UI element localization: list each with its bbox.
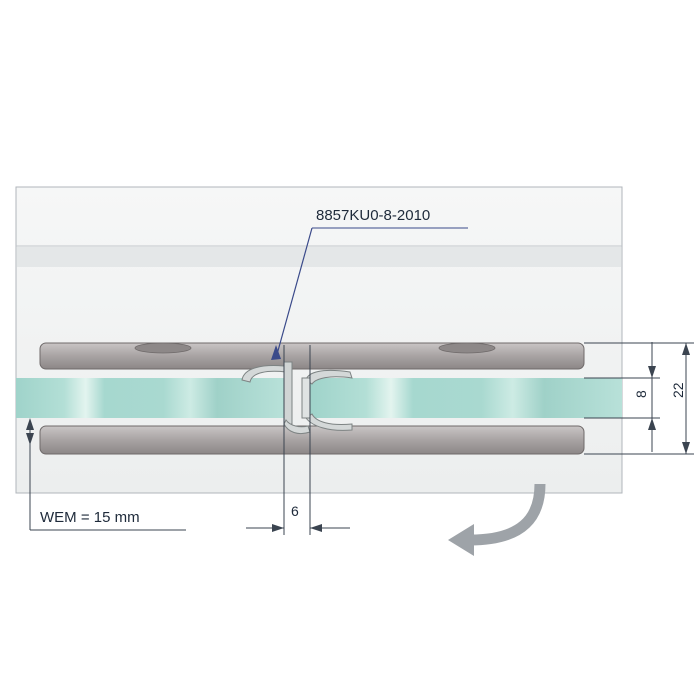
wem-label: WEM = 15 mm <box>40 509 140 526</box>
gap-dimension <box>246 524 350 532</box>
glass-thickness-label: 8 <box>633 390 649 398</box>
top-clamp-plate <box>39 342 585 370</box>
glass-pane-left <box>16 378 284 418</box>
glass-thickness-dimension <box>584 342 660 452</box>
total-thickness-dimension <box>584 342 694 455</box>
total-thickness-label: 22 <box>670 382 686 398</box>
screw-head-right <box>438 342 496 354</box>
wall-shadow <box>17 247 621 267</box>
part-number-label: 8857KU0-8-2010 <box>316 207 430 224</box>
bottom-clamp-plate <box>39 425 585 455</box>
wem-dimension <box>26 418 186 531</box>
part-number-leader <box>271 227 468 360</box>
gap-dimension-label: 6 <box>291 503 299 519</box>
screw-head-left <box>134 342 192 354</box>
glass-pane-right <box>310 378 622 418</box>
curved-arrow-icon <box>448 483 546 556</box>
